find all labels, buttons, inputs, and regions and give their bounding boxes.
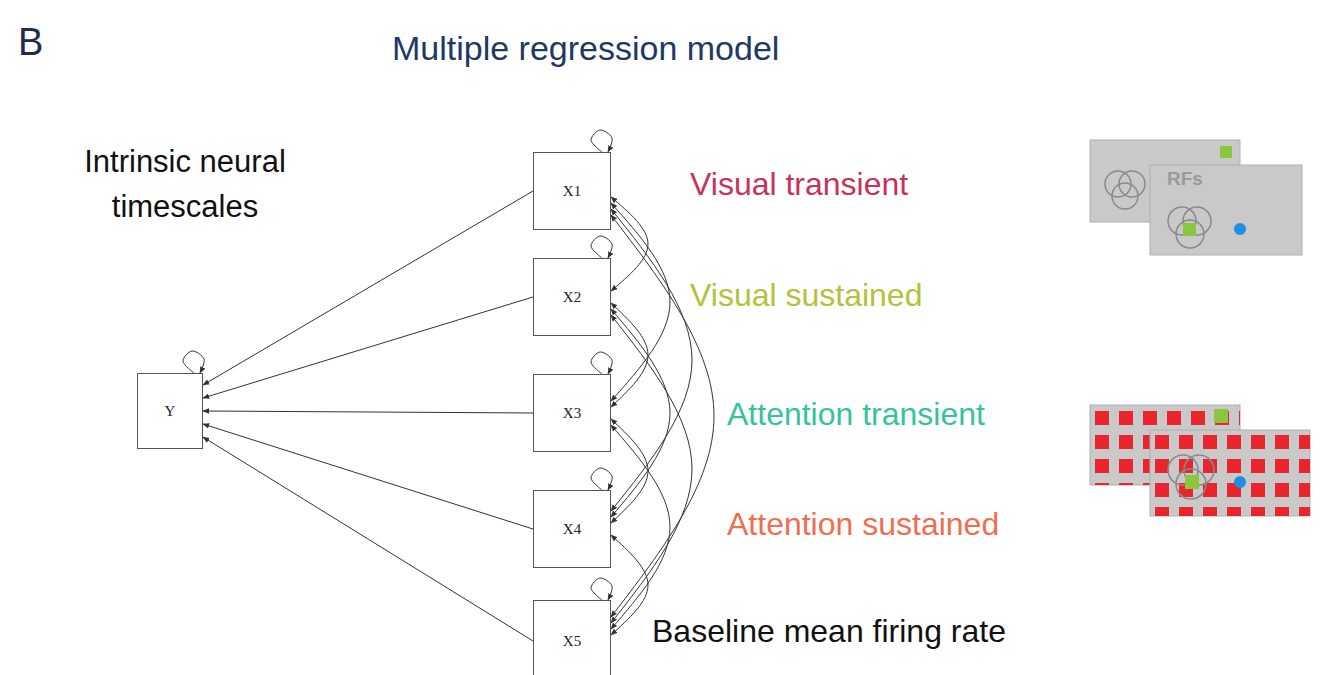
variance-loop <box>591 236 612 258</box>
covariance-arrow <box>611 303 648 407</box>
diagram-title: Multiple regression model <box>392 28 779 69</box>
predictor-label: Baseline mean firing rate <box>652 612 1006 650</box>
node-label: X1 <box>563 183 581 200</box>
covariance-arrow <box>611 535 648 635</box>
attention-screen-front <box>1150 430 1310 516</box>
regression-arrow <box>203 437 533 641</box>
regression-arrow <box>203 297 533 398</box>
regression-arrow <box>203 424 533 529</box>
predictor-label: Visual sustained <box>690 276 922 314</box>
variable-label: Intrinsic neural timescales <box>75 140 295 230</box>
predictor-box: X5 <box>533 600 611 675</box>
panel-letter: B <box>18 20 43 66</box>
predictor-box: X2 <box>533 258 611 336</box>
visual-screen-front <box>1150 165 1302 255</box>
predictor-label: Visual transient <box>690 165 908 203</box>
predictor-label: Attention transient <box>727 395 985 433</box>
covariance-arrow <box>611 419 648 523</box>
rf-label: RFs <box>1167 168 1203 191</box>
variance-loop <box>591 578 612 600</box>
outcome-box: Y <box>137 373 203 449</box>
covariance-arrow <box>611 203 670 401</box>
covariance-arrow <box>611 309 670 517</box>
predictor-box: X1 <box>533 152 611 230</box>
node-label: Y <box>165 403 176 420</box>
predictor-box: X4 <box>533 490 611 568</box>
variance-loop <box>591 352 612 374</box>
variance-loop <box>183 351 204 373</box>
node-label: X2 <box>563 289 581 306</box>
node-label: X5 <box>563 633 581 650</box>
covariance-arrow <box>611 197 648 291</box>
variance-loop <box>591 130 612 152</box>
predictor-box: X3 <box>533 374 611 452</box>
covariance-arrow <box>611 315 692 623</box>
predictor-label: Attention sustained <box>727 505 999 543</box>
node-label: X3 <box>563 405 581 422</box>
covariance-arrow <box>611 425 670 629</box>
regression-arrow <box>203 411 533 413</box>
node-label: X4 <box>563 521 581 538</box>
variance-loop <box>591 468 612 490</box>
